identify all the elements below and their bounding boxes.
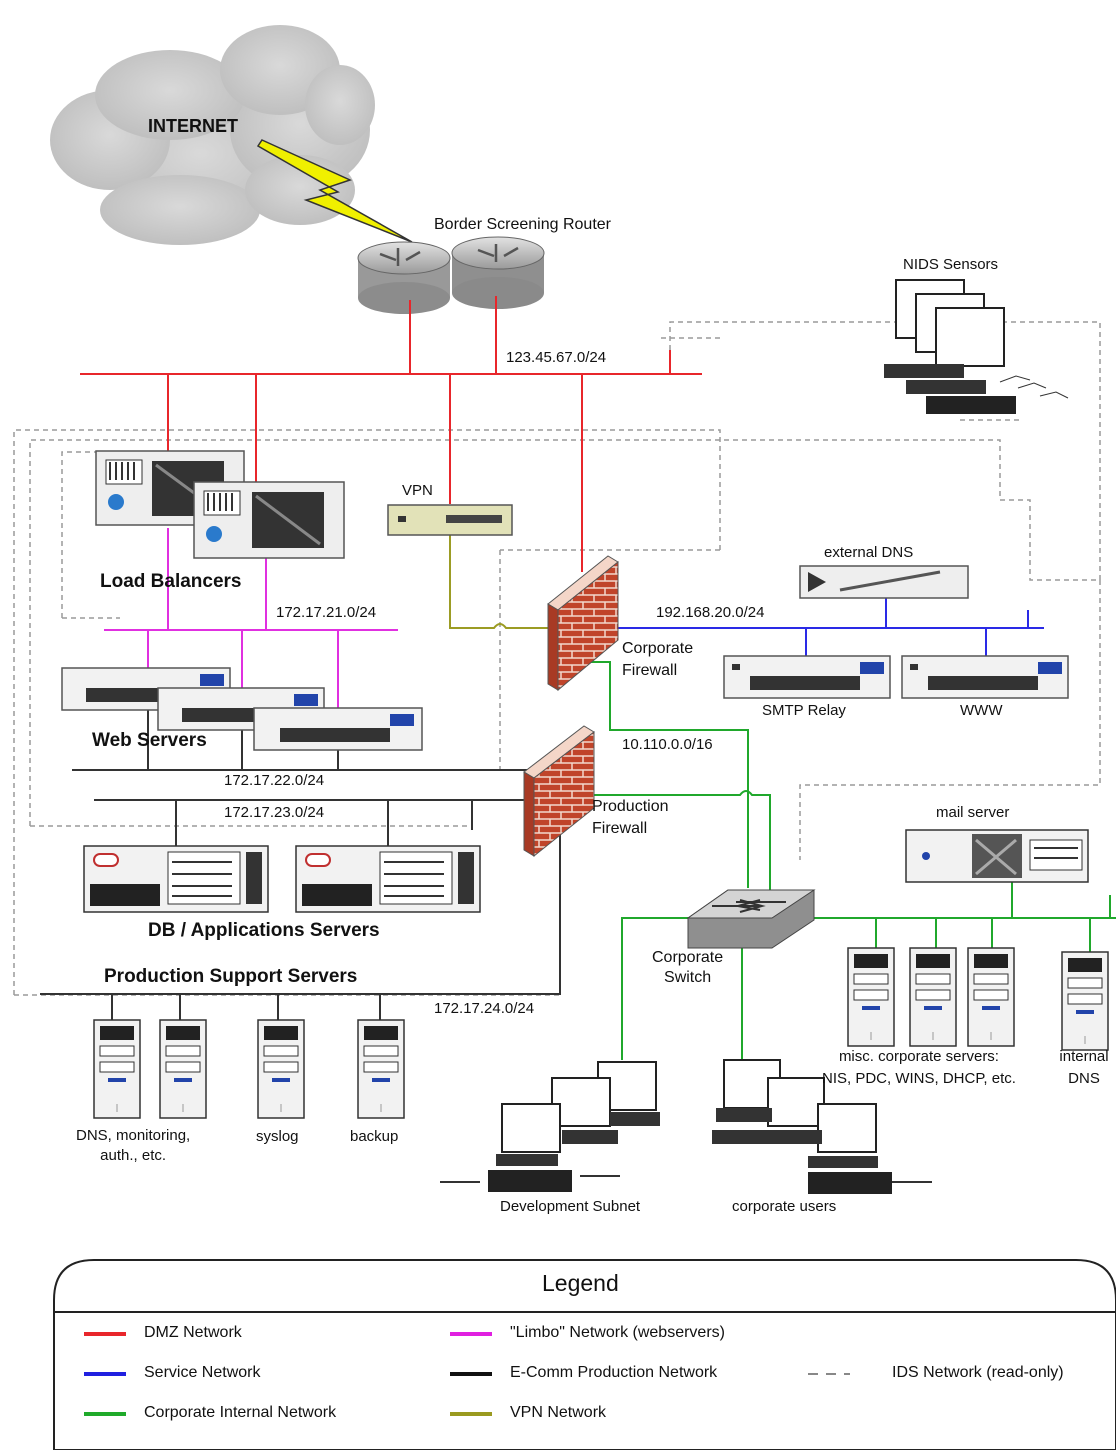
border-router-label: Border Screening Router [434, 216, 611, 233]
internal-dns-label: internal DNS [1052, 1046, 1116, 1090]
tower-servers [93, 947, 1109, 1119]
misc-corporate-server-icon-2 [909, 947, 957, 1047]
www-label: WWW [960, 702, 1003, 719]
dns-monitoring-label: DNS, monitoring, auth., etc. [76, 1126, 190, 1166]
web-server-icon [61, 667, 423, 751]
service-subnet-label: 192.168.20.0/24 [656, 604, 765, 621]
internet-label: INTERNET [148, 116, 238, 136]
corporate-users-workstations-icon [712, 1059, 932, 1194]
production-network [40, 710, 561, 1020]
prod-subnet-24-label: 172.17.24.0/24 [434, 1000, 535, 1017]
smtp-relay-label: SMTP Relay [762, 702, 846, 719]
vpn-device-icon [387, 504, 513, 536]
load-balancer-icon [95, 450, 345, 559]
dmz-subnet-label: 123.45.67.0/24 [506, 349, 607, 366]
production-firewall-icon [523, 725, 595, 858]
production-support-label: Production Support Servers [104, 966, 358, 987]
dns-monitoring-label-line1: DNS, monitoring, [76, 1127, 191, 1144]
limbo-subnet-label: 172.17.21.0/24 [276, 604, 377, 621]
syslog-label: syslog [256, 1128, 299, 1145]
external-dns-icon [799, 565, 969, 599]
internal-dns-label-line1: internal [1059, 1048, 1109, 1065]
dns-monitoring-label-line2: auth., etc. [100, 1147, 167, 1164]
nids-sensors-icon [884, 279, 1069, 414]
prod-subnet-23-label: 172.17.23.0/24 [224, 804, 325, 821]
corporate-users-label: corporate users [732, 1198, 837, 1215]
service-network [612, 598, 1044, 658]
corporate-firewall-label-line2: Firewall [622, 662, 678, 679]
corporate-switch-icon [686, 889, 816, 949]
prod-subnet-22-label: 172.17.22.0/24 [224, 772, 325, 789]
border-router-icon [357, 236, 545, 314]
lightning-bolt-icon [256, 139, 413, 243]
corporate-firewall-label-line1: Corporate [622, 640, 694, 657]
mail-server-icon [905, 829, 1089, 883]
development-workstations-icon [440, 1061, 660, 1192]
db-app-servers-label: DB / Applications Servers [148, 920, 380, 941]
legend-swatches [84, 1332, 850, 1416]
legend-item-label: Corporate Internal Network [144, 1404, 337, 1421]
legend-item-label: E-Comm Production Network [510, 1364, 718, 1381]
misc-servers-label-line1: misc. corporate servers: [838, 1048, 999, 1065]
load-balancers-label: Load Balancers [100, 571, 242, 592]
misc-corporate-server-icon-3 [967, 947, 1015, 1047]
corporate-switch-label-line1: Corporate [652, 949, 724, 966]
www-server-icon [901, 655, 1069, 699]
backup-server-icon [357, 1019, 405, 1119]
legend-item-label: VPN Network [510, 1404, 607, 1421]
corporate-network [588, 661, 1116, 1060]
corporate-switch-label-line2: Switch [664, 969, 712, 986]
legend-item-label: Service Network [144, 1364, 261, 1381]
internet-cloud [50, 25, 375, 245]
misc-servers-label: misc. corporate servers: NIS, PDC, WINS,… [822, 1046, 1016, 1090]
corporate-switch-label: Corporate Switch [652, 948, 723, 988]
development-subnet-label: Development Subnet [500, 1198, 641, 1215]
backup-label: backup [350, 1128, 399, 1145]
dns-monitoring-server-icon-2 [159, 1019, 207, 1119]
db-server-icon [83, 845, 481, 913]
corporate-firewall-label: Corporate Firewall [622, 638, 693, 682]
smtp-relay-icon [723, 655, 891, 699]
vpn-label: VPN [402, 482, 433, 499]
legend-item-label: DMZ Network [144, 1324, 242, 1341]
corp-internal-subnet-label: 10.110.0.0/16 [622, 736, 713, 753]
syslog-server-icon [257, 1019, 305, 1119]
dns-monitoring-server-icon [93, 1019, 141, 1119]
corporate-firewall-icon [547, 555, 619, 692]
nids-sensors-label: NIDS Sensors [903, 256, 999, 273]
legend-item-label: "Limbo" Network (webservers) [510, 1324, 725, 1341]
limbo-network [104, 528, 398, 710]
external-dns-label: external DNS [824, 544, 914, 561]
production-firewall-label-line1: Production [592, 798, 669, 815]
dmz-network [80, 296, 702, 572]
legend-item-label: IDS Network (read-only) [892, 1364, 1064, 1381]
internal-dns-server-icon [1061, 951, 1109, 1051]
mail-server-label: mail server [936, 804, 1010, 821]
misc-servers-label-line2: NIS, PDC, WINS, DHCP, etc. [822, 1070, 1016, 1087]
legend-title: Legend [542, 1270, 619, 1296]
production-firewall-label-line2: Firewall [592, 820, 648, 837]
production-firewall-label: Production Firewall [592, 796, 669, 840]
web-servers-label: Web Servers [92, 730, 207, 751]
misc-corporate-server-icon-1 [847, 947, 895, 1047]
internal-dns-label-line2: DNS [1068, 1070, 1100, 1087]
vpn-network [449, 534, 552, 629]
